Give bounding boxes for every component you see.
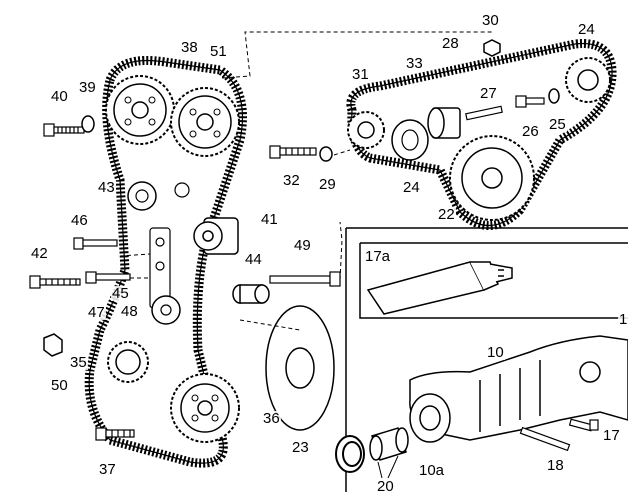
idler-24-middle [391, 119, 429, 161]
washer-25 [548, 88, 560, 104]
pulley-31 [347, 111, 385, 149]
label-44: 44 [244, 251, 263, 268]
label-17a: 17a [364, 248, 392, 265]
bolt-26 [515, 95, 545, 108]
label-40: 40 [50, 88, 69, 105]
label-48: 48 [120, 303, 139, 320]
label-50: 50 [50, 377, 69, 394]
label-41: 41 [260, 211, 279, 228]
spacer-44 [232, 284, 270, 304]
label-24-top: 24 [577, 21, 596, 38]
inset-frame [345, 227, 628, 492]
label-23: 23 [291, 439, 310, 456]
right-timing-belt [346, 39, 617, 230]
label-38: 38 [180, 39, 199, 56]
seals-20 [369, 427, 409, 461]
idler-48 [151, 295, 181, 325]
label-45: 45 [111, 285, 130, 302]
label-25: 25 [548, 116, 567, 133]
left-timing-belt [84, 55, 247, 468]
nut-50 [43, 333, 63, 357]
tensioner-bracket [149, 227, 171, 309]
bolt-32 [269, 145, 317, 159]
nut-30 [483, 39, 501, 57]
label-47: 47 [87, 304, 106, 321]
label-35: 35 [69, 354, 88, 371]
label-10: 10 [486, 344, 505, 361]
label-26: 26 [521, 123, 540, 140]
bolt-49 [269, 271, 341, 287]
label-49: 49 [293, 237, 312, 254]
cam-pulley-left [105, 75, 175, 145]
tensioner-28 [427, 107, 461, 139]
leader-lines [119, 31, 492, 331]
label-27: 27 [479, 85, 498, 102]
label-20: 20 [376, 478, 395, 492]
bolt-37 [95, 427, 135, 441]
label-36: 36 [262, 410, 281, 427]
disc-23 [265, 305, 335, 431]
leader-20 [377, 455, 399, 479]
nut-29 [319, 146, 333, 162]
label-39: 39 [78, 79, 97, 96]
bolt-17 [568, 418, 599, 432]
bolt-18 [519, 426, 571, 452]
bolt-40 [43, 123, 85, 137]
bolt-47 [85, 271, 131, 284]
idler-43 [127, 181, 157, 211]
label-31: 31 [351, 66, 370, 83]
label-22: 22 [437, 206, 456, 223]
label-18: 18 [546, 457, 565, 474]
label-1: 1 [618, 311, 628, 328]
label-28: 28 [441, 35, 460, 52]
cam-pulley-right [170, 87, 240, 157]
label-17: 17 [602, 427, 621, 444]
small-idler [174, 182, 190, 198]
label-30: 30 [481, 12, 500, 29]
pulley-36 [170, 373, 240, 443]
label-51: 51 [209, 43, 228, 60]
bolt-42 [29, 275, 81, 289]
label-24-mid: 24 [402, 179, 421, 196]
crank-pulley-35 [107, 341, 149, 383]
bolt-46 [73, 237, 118, 250]
housing-10 [409, 335, 628, 443]
label-29: 29 [318, 176, 337, 193]
label-33: 33 [405, 55, 424, 72]
seal-ring [335, 435, 365, 473]
pulley-24-right [565, 57, 611, 103]
washer-39 [81, 115, 95, 133]
label-42: 42 [30, 245, 49, 262]
sealant-tube [366, 261, 513, 315]
pulley-22 [449, 135, 535, 221]
label-43: 43 [97, 179, 116, 196]
label-10a: 10a [418, 462, 446, 479]
label-46: 46 [70, 212, 89, 229]
tensioner-41 [193, 217, 239, 255]
label-32: 32 [282, 172, 301, 189]
label-37: 37 [98, 461, 117, 478]
stud-27 [465, 105, 503, 121]
